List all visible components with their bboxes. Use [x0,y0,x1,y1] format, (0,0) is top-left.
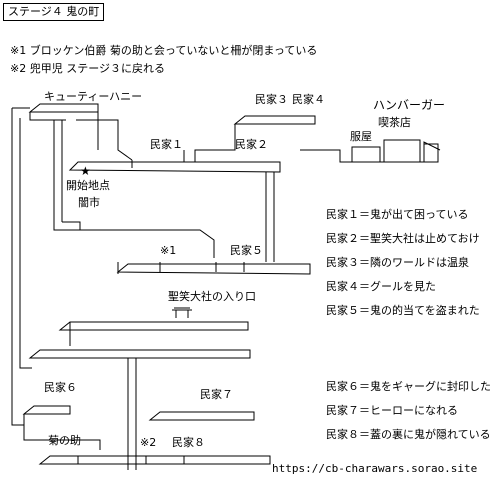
legend-house3: 民家３＝隣のワールドは温泉 [326,256,469,269]
platform-house7 [148,411,255,421]
label-note2-mark: ※2 [140,436,157,449]
road-house5 [116,263,311,275]
black-market-road [54,229,215,258]
label-house5: 民家５ [230,244,263,257]
note-2: ※2 兜甲児 ステージ３に戻れる [10,62,165,75]
legend-house1: 民家１＝鬼が出て困っている [326,208,469,221]
platform-cutie-honey [28,103,99,113]
main-road-start [68,161,281,173]
label-house8: 民家８ [172,436,205,449]
label-house4: 民家４ [292,93,325,106]
site-url[interactable]: https://cb-charawars.sorao.site [272,462,478,475]
legend-house6: 民家６＝鬼をギャーグに封印した [326,380,491,393]
left-inner-corridor [19,118,32,369]
shrine-gate [172,307,192,318]
label-start: 開始地点 [66,179,110,192]
label-clothing: 服屋 [350,130,372,143]
label-cutie-honey: キューティーハニー [44,90,143,103]
middle-road [28,349,251,359]
label-cafe: 喫茶店 [378,116,411,129]
label-hamburger: ハンバーガー [373,98,446,112]
label-house7: 民家７ [200,388,233,401]
shrine-road [58,321,249,331]
bottom-road [38,455,271,465]
label-house3: 民家３ [255,93,288,106]
platform-house6 [22,405,71,415]
note-1: ※1 ブロッケン伯爵 菊の助と会っていないと柵が閉まっている [10,44,318,57]
label-house6: 民家６ [44,381,77,394]
platform-house3-4 [233,115,316,125]
legend-house4: 民家４＝グールを見た [326,280,436,293]
label-note1-mark: ※1 [160,244,177,257]
label-house1: 民家１ [150,138,183,151]
label-kikunosuke: 菊の助 [48,434,81,447]
legend-house8: 民家８＝蓋の裏に鬼が隠れている [326,428,491,441]
label-black-market: 闇市 [78,196,100,209]
legend-house2: 民家２＝聖笑大社は止めておけ [326,232,480,245]
legend-house5: 民家５＝鬼の的当てを盗まれた [326,304,480,317]
left-outer-corridor [11,108,24,426]
label-shrine-entrance: 聖笑大社の入り口 [168,290,256,303]
clothing-shop [351,146,381,163]
legend-house7: 民家７＝ヒーローになれる [326,404,458,417]
cafe [383,139,421,163]
label-house2: 民家２ [235,138,268,151]
hamburger-shop [423,143,439,163]
start-star-icon: ★ [80,164,91,178]
map-title: ステージ４ 鬼の町 [3,3,105,21]
